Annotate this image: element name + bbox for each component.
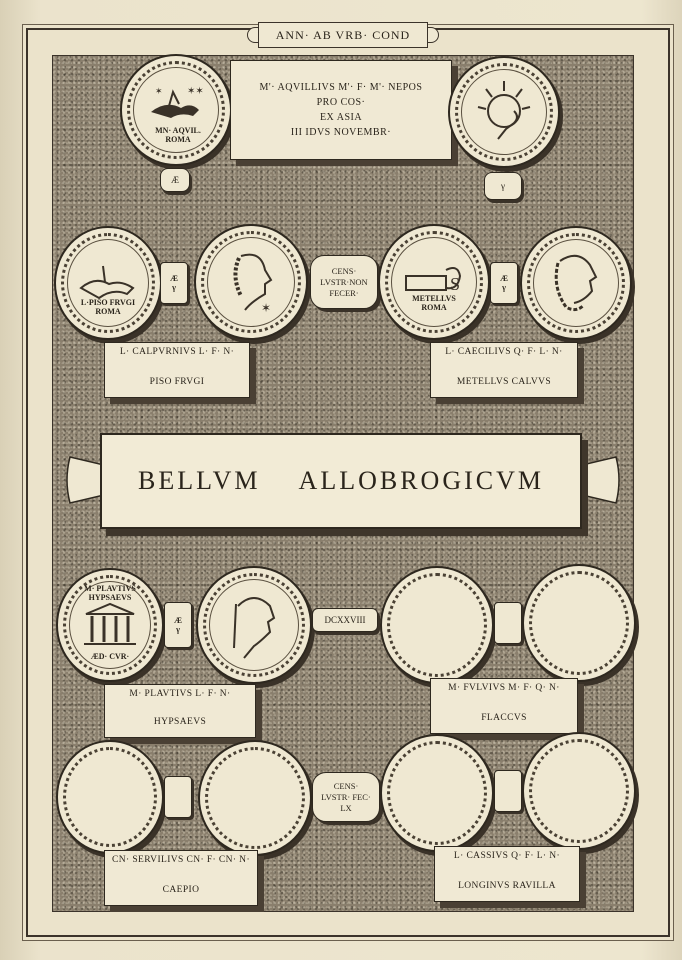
horseman-stars-icon: ✶✶ ✶ [151, 86, 204, 118]
link-left-3 [164, 776, 192, 818]
coin-blank-3b [522, 564, 636, 682]
temple-icon [84, 602, 136, 645]
coin-blank-4c [380, 734, 494, 852]
label-plautius: M· PLAVTIVS L· F· N· HYPSAEVS [104, 684, 256, 738]
link-right-3 [494, 770, 522, 812]
svg-text:S: S [450, 274, 460, 294]
header-cartouche: ANN· AB VRB· COND [247, 22, 439, 48]
veiled-head-icon [233, 597, 276, 659]
laureate-head-icon: ✶ [233, 253, 273, 315]
coin-legend: MN· AQVIL.ROMA [155, 126, 201, 144]
coin-blank-4a [56, 740, 164, 854]
ship-prow-icon: S [405, 267, 462, 294]
coin-tab-right: γ [484, 172, 522, 200]
label-servilius: CN· SERVILIVS CN· F· CN· N· CAEPIO [104, 850, 258, 906]
radiate-head-icon [477, 81, 531, 140]
svg-text:✶: ✶ [155, 86, 163, 96]
banner-scroll-right-icon [582, 456, 620, 504]
coin-sol-head [448, 56, 560, 168]
banner-scroll-left-icon [66, 456, 104, 504]
label-fulvius: M· FVLVIVS M· F· Q· N· FLACCVS [430, 678, 578, 734]
year-tab: DCXXVIII [312, 608, 378, 632]
coin-blank-3a [380, 566, 494, 684]
svg-text:✶✶: ✶✶ [187, 86, 204, 97]
coin-blank-4d [522, 732, 636, 850]
banner-title: BELLVM ALLOBROGICVM [100, 433, 582, 529]
label-caecilius: L· CAECILIVS Q· F· L· N· METELLVS CALVVS [430, 342, 578, 398]
coin-blank-4b [198, 740, 312, 856]
svg-text:✶: ✶ [261, 301, 271, 315]
cens-cartouche-2: CENS·LVSTR· FEC·LX [312, 772, 380, 822]
coin-jupiter-head [520, 226, 632, 340]
bearded-head-icon [554, 254, 598, 312]
coin-tab-left: Æ [160, 168, 190, 192]
coin-aquillius-reverse: ✶✶ ✶ MN· AQVIL.ROMA [120, 54, 232, 166]
label-calpurnius: L· CALPVRNIVS L· F· N· PISO FRVGI [104, 342, 250, 398]
rider-icon [79, 265, 135, 300]
coin-apollo-head: ✶ [194, 224, 308, 340]
link-right-2 [494, 602, 522, 644]
coin-veiled-head [196, 566, 312, 684]
label-cassius: L· CASSIVS Q· F· L· N· LONGINVS RAVILLA [434, 846, 580, 902]
inscription-plaque: M'· AQVILLIVS M'· F· M'· NEPOS PRO COS· … [230, 60, 452, 160]
coin-legend-bottom: ÆD· CVR· [90, 652, 130, 661]
